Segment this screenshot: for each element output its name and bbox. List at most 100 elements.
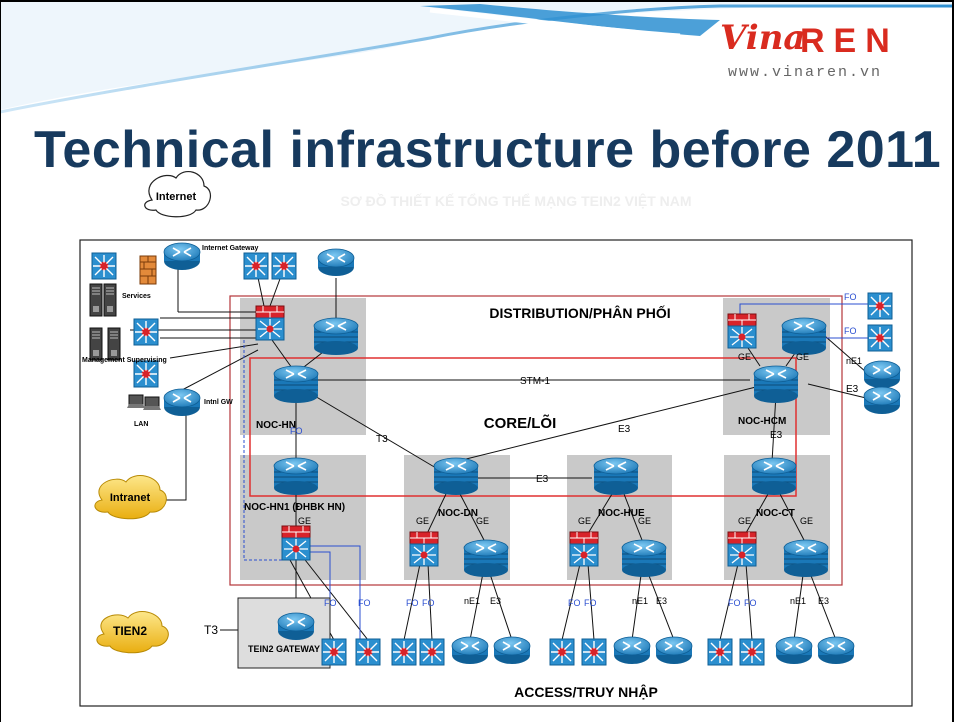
ge-label: GE (578, 516, 591, 526)
firewall-switch-icon (569, 531, 599, 567)
tein2-gateway-label: TEIN2 GATEWAY (248, 644, 320, 654)
noc-ct-label: NOC-CT (756, 508, 795, 519)
fo-label: FO (584, 598, 597, 608)
pc-icon (126, 394, 146, 409)
noc-dn-label: NOC-DN (438, 508, 478, 519)
e3-label: E3 (770, 430, 783, 441)
access-router-icon (451, 636, 489, 665)
left-devices (89, 242, 201, 417)
e3-label: E3 (818, 596, 829, 606)
noc-hn1-label: NOC-HN1 (ĐHBK HN) (244, 502, 345, 513)
fo-label: FO (358, 598, 371, 608)
e3-label: E3 (846, 384, 859, 395)
core-label: CORE/LÕI (484, 414, 557, 432)
distribution-box (229, 295, 843, 586)
faint-caption: SƠ ĐỒ THIẾT KẾ TỔNG THỂ MẠNG TEIN2 VIỆT … (340, 192, 691, 209)
access-router-icon (655, 636, 693, 665)
fo-label: FO (290, 426, 303, 436)
router-icon (781, 317, 827, 356)
access-router-icon (817, 636, 855, 665)
fo-label: FO (728, 598, 741, 608)
internet-gateway-router-icon (163, 242, 201, 271)
core-router-icon (751, 457, 797, 496)
server-icon (103, 283, 117, 317)
tein2-gateway-router-icon (277, 612, 315, 641)
server-icon (89, 327, 103, 361)
management-switch-icon (133, 318, 159, 346)
ge-label: GE (738, 516, 751, 526)
noc-hcm-label: NOC-HCM (738, 416, 786, 427)
access-router-icon (775, 636, 813, 665)
cloud-intranet: Intranet (94, 475, 167, 520)
core-router-icon (753, 365, 799, 404)
firewall-switch-icon (409, 531, 439, 567)
fo-label: FO (406, 598, 419, 608)
noc-hn-label: NOC-HN (256, 420, 296, 431)
fo-label: FO (422, 598, 435, 608)
access-router-icon (613, 636, 651, 665)
switch-icon (271, 252, 297, 280)
e3-label: E3 (618, 424, 631, 435)
intnl-gw-label: Intnl GW (204, 399, 233, 406)
tien2-t3-label: T3 (204, 623, 218, 637)
access-switch-icon (867, 324, 893, 352)
stm1-label: STM-1 (520, 376, 550, 387)
switch-icon (243, 252, 269, 280)
router-icon (621, 539, 667, 578)
ge-label: GE (476, 516, 489, 526)
ge-label: GE (796, 352, 809, 362)
e3-label: E3 (490, 596, 501, 606)
logo-ren-text: REN (800, 22, 899, 60)
core-router-icon (433, 457, 479, 496)
ne1-label: nE1 (632, 596, 648, 606)
access-switch-icon (581, 638, 607, 666)
logo-url-text: www.vinaren.vn (728, 64, 883, 81)
noc-hue-label: NOC-HUE (598, 508, 645, 519)
svg-text:Internet: Internet (156, 191, 197, 203)
core-router-icon (273, 365, 319, 404)
lan-switch-icon (133, 360, 159, 388)
access-switch-icon (321, 638, 347, 666)
lan-label: LAN (134, 421, 148, 428)
ne1-label: nE1 (790, 596, 806, 606)
server-icon (89, 283, 103, 317)
access-switch-icon (739, 638, 765, 666)
svg-text:TIEN2: TIEN2 (113, 624, 147, 638)
firewall-switch-icon (727, 531, 757, 567)
ge-label: GE (298, 516, 311, 526)
cloud-tien2: TIEN2 (96, 611, 169, 654)
fo-label: FO (568, 598, 581, 608)
access-switch-icon (355, 638, 381, 666)
core-router-icon (593, 457, 639, 496)
access-switch-icon (391, 638, 417, 666)
ne1-label: nE1 (846, 356, 862, 366)
router-icon (463, 539, 509, 578)
access-label: ACCESS/TRUY NHẬP (514, 683, 658, 700)
firewall-switch-icon (727, 313, 757, 349)
ne1-label: nE1 (464, 596, 480, 606)
server-icon (107, 327, 121, 361)
ge-label: GE (638, 516, 651, 526)
router-icon (273, 457, 319, 496)
access-switch-icon (867, 292, 893, 320)
vinaren-logo: Vina REN www.vinaren.vn (718, 16, 942, 86)
svg-text:Intranet: Intranet (110, 492, 151, 504)
slide-title: Technical infrastructure before 2011 (34, 121, 942, 179)
firewall-switch-icon (255, 305, 285, 341)
services-switch-icon (91, 252, 117, 280)
firewall-switch-icon (281, 525, 311, 561)
fo-label: FO (324, 598, 337, 608)
router-icon (313, 317, 359, 356)
diagram-frame (79, 239, 913, 707)
access-router-icon (863, 386, 901, 415)
management-label: Management Supervising (82, 357, 167, 364)
distribution-label: DISTRIBUTION/PHÂN PHỐI (489, 304, 670, 321)
core-ring (249, 357, 797, 497)
access-switch-icon (707, 638, 733, 666)
intnl-gw-router-icon (163, 388, 201, 417)
ge-label: GE (738, 352, 751, 362)
firewall-icon (139, 255, 157, 285)
